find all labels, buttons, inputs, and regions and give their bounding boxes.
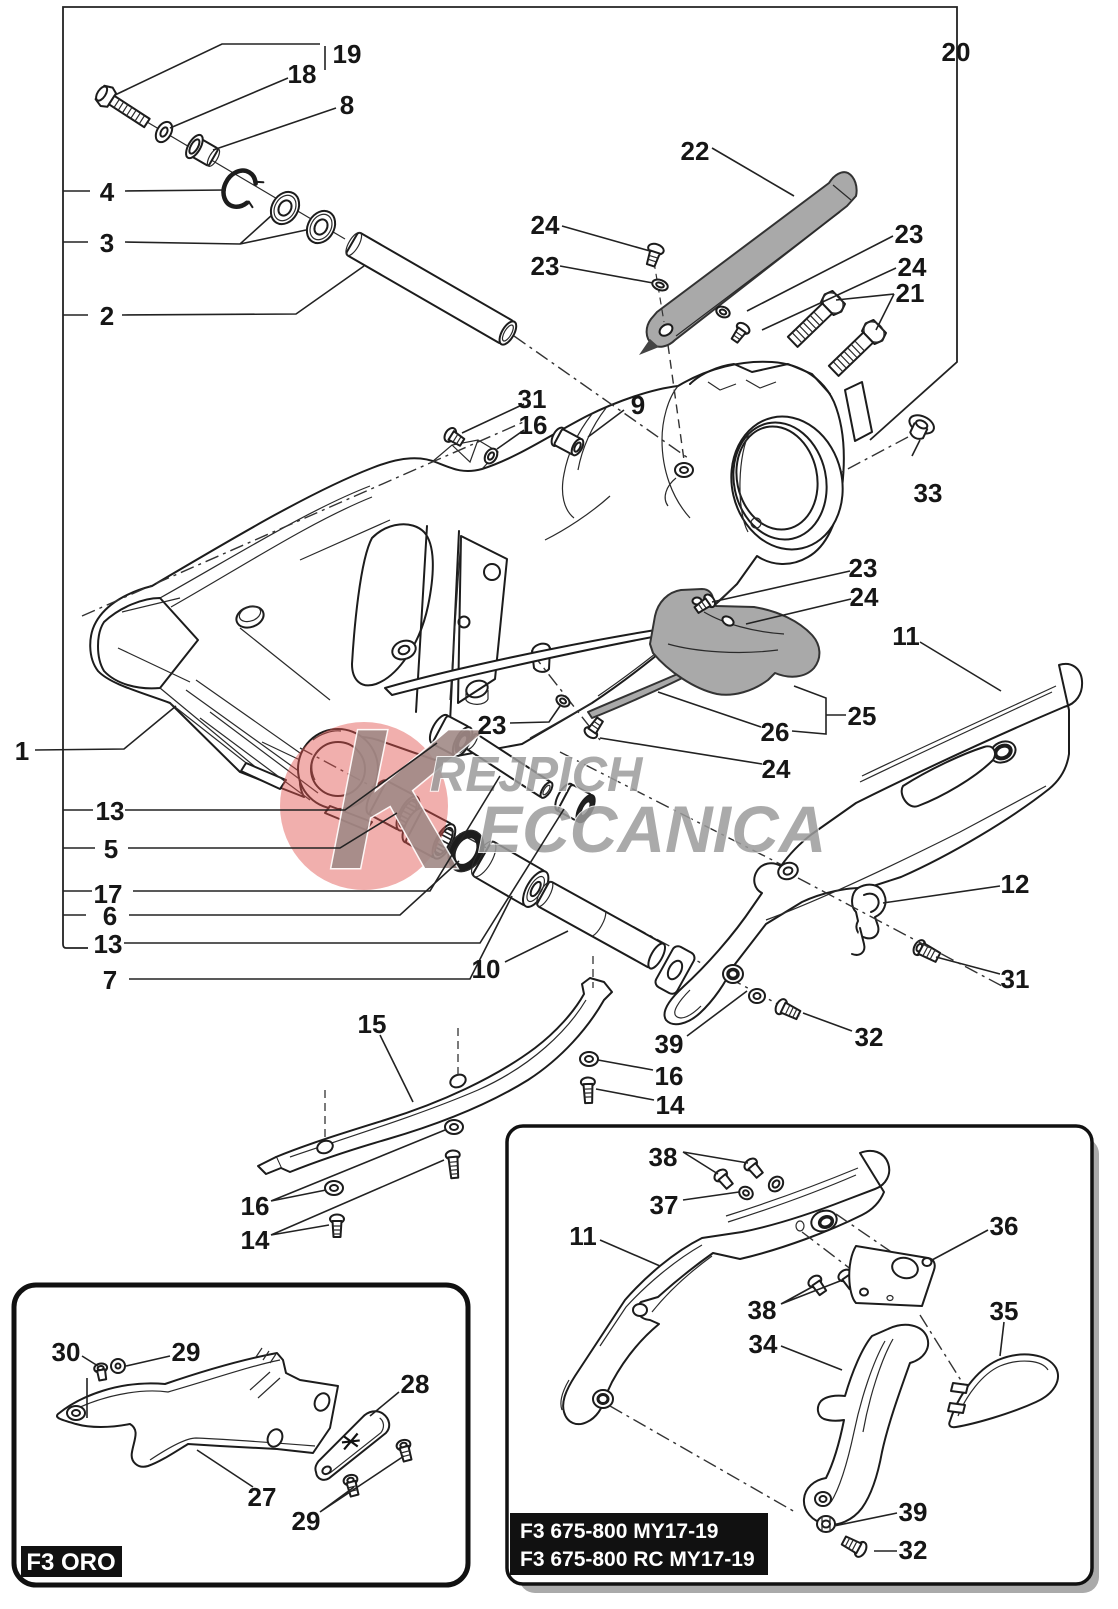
svg-text:31: 31 [518,384,547,414]
svg-text:4: 4 [100,177,115,207]
svg-text:11: 11 [892,621,920,651]
svg-text:38: 38 [748,1295,777,1325]
svg-text:11: 11 [569,1221,597,1251]
svg-text:F3 ORO: F3 ORO [26,1549,115,1576]
svg-text:16: 16 [655,1061,684,1091]
svg-text:17: 17 [94,879,123,909]
svg-text:10: 10 [472,954,501,984]
svg-text:31: 31 [1001,964,1030,994]
svg-text:33: 33 [914,478,943,508]
svg-text:23: 23 [531,251,560,281]
svg-text:20: 20 [942,37,971,67]
svg-text:REJPICH: REJPICH [430,748,644,802]
svg-text:28: 28 [401,1369,430,1399]
svg-text:14: 14 [241,1225,270,1255]
svg-text:39: 39 [655,1029,684,1059]
svg-text:35: 35 [990,1296,1019,1326]
svg-text:7: 7 [103,965,117,995]
svg-text:29: 29 [292,1506,321,1536]
svg-text:23: 23 [895,219,924,249]
svg-text:13: 13 [96,796,125,826]
svg-text:19: 19 [333,39,362,69]
svg-text:24: 24 [898,252,927,282]
svg-text:14: 14 [656,1090,685,1120]
svg-text:15: 15 [358,1009,387,1039]
svg-text:9: 9 [631,390,645,420]
svg-text:K: K [328,688,485,911]
svg-text:39: 39 [899,1497,928,1527]
svg-text:ECCANICA: ECCANICA [478,792,826,866]
svg-text:22: 22 [681,136,710,166]
svg-text:37: 37 [650,1190,679,1220]
svg-text:30: 30 [52,1337,81,1367]
svg-text:2: 2 [100,301,114,331]
svg-text:38: 38 [649,1142,678,1172]
svg-text:3: 3 [100,228,114,258]
svg-text:26: 26 [761,717,790,747]
svg-text:F3 675-800 RC MY17-19: F3 675-800 RC MY17-19 [520,1548,755,1571]
svg-text:12: 12 [1001,869,1030,899]
svg-text:32: 32 [855,1022,884,1052]
svg-text:16: 16 [519,410,548,440]
svg-text:1: 1 [15,736,29,766]
svg-text:6: 6 [103,901,117,931]
svg-text:21: 21 [896,278,925,308]
svg-text:27: 27 [248,1482,277,1512]
svg-text:24: 24 [850,582,879,612]
svg-text:16: 16 [241,1191,270,1221]
svg-text:F3 675-800 MY17-19: F3 675-800 MY17-19 [520,1520,718,1543]
svg-text:8: 8 [340,90,354,120]
svg-text:34: 34 [749,1329,778,1359]
svg-text:29: 29 [172,1337,201,1367]
svg-text:23: 23 [849,553,878,583]
svg-text:13: 13 [94,929,123,959]
svg-text:18: 18 [288,59,317,89]
svg-text:5: 5 [104,834,118,864]
svg-text:25: 25 [848,701,877,731]
svg-text:32: 32 [899,1535,928,1565]
svg-text:23: 23 [478,710,507,740]
svg-text:36: 36 [990,1211,1019,1241]
svg-text:24: 24 [762,754,791,784]
svg-text:24: 24 [531,210,560,240]
